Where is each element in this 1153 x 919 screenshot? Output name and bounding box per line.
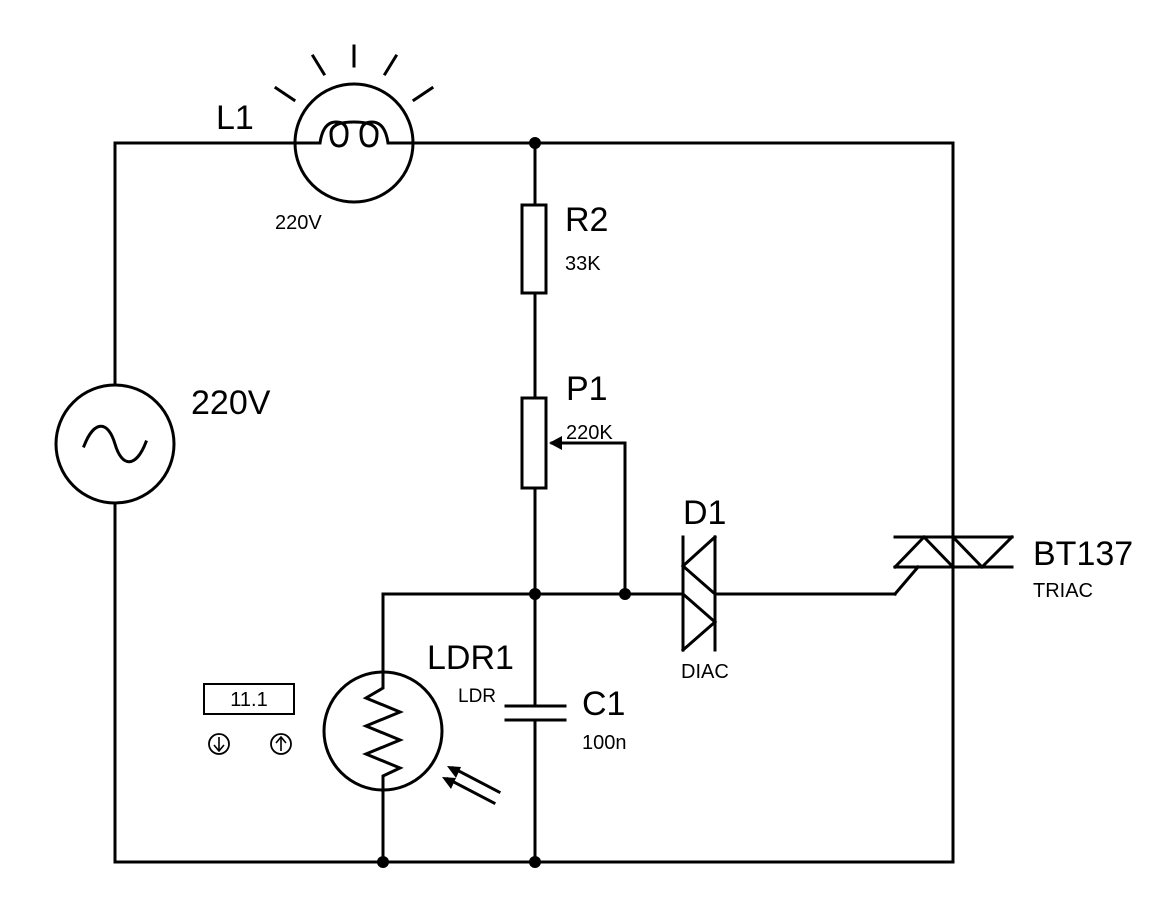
resistor-r2[interactable]: R2 33K xyxy=(520,201,608,295)
lamp-ref-label: L1 xyxy=(216,99,254,137)
ldr-ref-label: LDR1 xyxy=(427,639,514,677)
ac-source[interactable]: 220V xyxy=(54,383,271,505)
triac-type-label: TRIAC xyxy=(1033,580,1093,602)
junction-top xyxy=(529,137,541,149)
triac-triangle-right xyxy=(950,534,1015,570)
decrease-light-button[interactable] xyxy=(208,733,230,755)
potentiometer-p1[interactable]: P1 220K xyxy=(520,370,613,490)
d1-type-label: DIAC xyxy=(681,661,729,683)
triac-bt137[interactable]: BT137 TRIAC xyxy=(892,534,1133,602)
source-value-label: 220V xyxy=(191,384,271,422)
junctions xyxy=(377,137,631,868)
diac-triangle-lower xyxy=(680,591,718,653)
ldr-light-control: 11.1 xyxy=(203,683,295,755)
lamp-filament xyxy=(293,120,415,148)
r2-ref-label: R2 xyxy=(565,201,608,239)
triac-triangle-left xyxy=(892,534,956,570)
increase-light-button[interactable] xyxy=(270,733,292,755)
d1-ref-label: D1 xyxy=(683,494,726,532)
light-level-value: 11.1 xyxy=(230,689,267,711)
wiper-arrow-icon xyxy=(549,436,562,450)
p1-value-label: 220K xyxy=(566,422,613,444)
ldr-zigzag xyxy=(362,670,404,792)
resistor-r2-body xyxy=(520,203,548,295)
c1-ref-label: C1 xyxy=(582,685,625,723)
r2-value-label: 33K xyxy=(565,253,601,275)
p1-ref-label: P1 xyxy=(566,370,608,408)
potentiometer-body xyxy=(520,396,548,490)
light-arrows-icon xyxy=(442,765,502,806)
sine-wave-icon xyxy=(82,424,148,464)
lamp-value-label: 220V xyxy=(275,212,322,234)
ldr-ldr1[interactable]: LDR1 LDR xyxy=(322,639,514,806)
light-level-display xyxy=(203,683,295,715)
junction-bottom-c1 xyxy=(529,856,541,868)
junction-node xyxy=(529,588,541,600)
lamp-rays xyxy=(273,44,435,103)
lamp-l1[interactable]: L1 220V xyxy=(216,44,435,234)
wire-triac-gate xyxy=(892,564,921,597)
ldr-type-label: LDR xyxy=(458,686,496,707)
triac-ref-label: BT137 xyxy=(1033,535,1133,573)
junction-wiper xyxy=(619,588,631,600)
junction-bottom-ldr xyxy=(377,856,389,868)
diac-triangle-upper xyxy=(680,534,718,597)
c1-value-label: 100n xyxy=(582,732,627,754)
capacitor-c1[interactable]: C1 100n xyxy=(504,685,627,754)
diac-d1[interactable]: D1 DIAC xyxy=(680,494,729,683)
